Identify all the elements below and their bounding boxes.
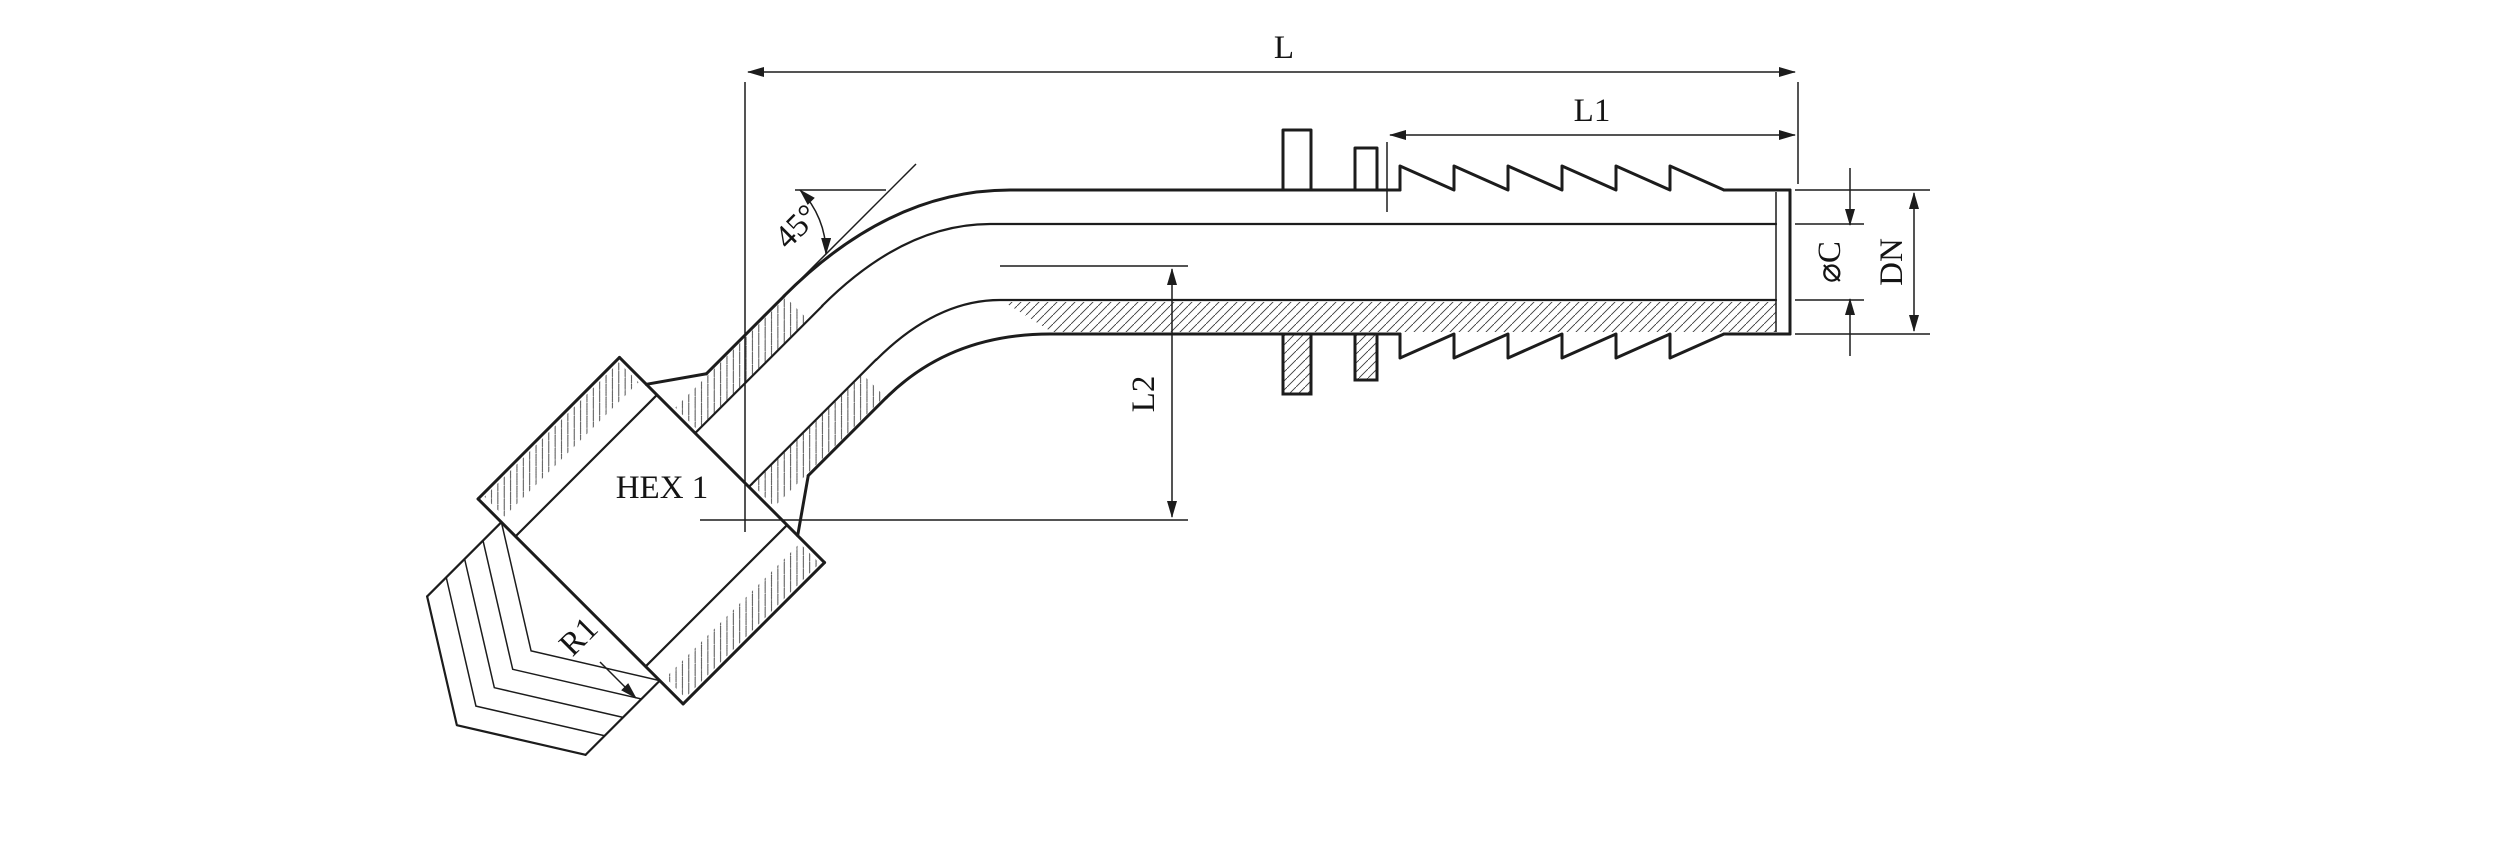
thread-section — [426, 521, 661, 756]
bore-line-top — [820, 222, 1778, 308]
dim-label-L1: L1 — [1574, 93, 1611, 129]
incline-tube-outer-b — [806, 396, 888, 478]
ridge-top — [1353, 146, 1379, 192]
outer-top-outline — [782, 188, 1402, 298]
bore-line-bottom — [874, 298, 1778, 362]
nut-edge-bottom — [681, 561, 827, 706]
nut-face-left — [476, 497, 685, 706]
nut-flat-line-a — [514, 393, 659, 538]
arc-angle — [799, 189, 832, 255]
hex-size-label: HEX 1 — [616, 470, 709, 506]
thread-chevron-3 — [463, 558, 624, 719]
witness-angle-incline — [769, 163, 917, 311]
incline-bore-b — [747, 358, 878, 488]
barb-teeth-top — [1398, 164, 1726, 192]
dim-label-diameter-c: ⌀C — [1812, 241, 1848, 283]
dimension-diameter-C: ⌀C — [1795, 168, 1864, 356]
nut-hatch-wall-b — [665, 543, 820, 698]
barb-teeth-bottom — [1398, 332, 1726, 360]
incline-hatch-wall-b — [752, 374, 885, 507]
hose-tail-section — [782, 128, 1792, 400]
hex-nut — [476, 355, 827, 706]
nut-edge-top — [476, 355, 621, 501]
nut-flat-line-b — [644, 523, 789, 668]
dim-label-L2: L2 — [1126, 376, 1162, 413]
dim-label-L: L — [1274, 30, 1294, 66]
thread-chevron-2 — [482, 540, 642, 700]
leader-r1 — [599, 661, 637, 699]
cone-seat-a — [644, 372, 708, 386]
ridge-bottom — [1353, 332, 1379, 382]
incline-hatch-wall-a — [675, 297, 808, 430]
outer-bottom-outline — [884, 332, 1402, 400]
dimension-L: L — [744, 30, 1799, 532]
stop-collar-top — [1281, 128, 1313, 192]
dimension-L2: L2 — [700, 265, 1188, 521]
section-hatch-lower-wall — [1004, 302, 1776, 332]
elbow-nut-assembly — [426, 294, 888, 756]
stop-collar-bottom — [1281, 332, 1313, 396]
thread-tip — [426, 595, 587, 756]
incline-bore-a — [694, 304, 824, 435]
nut-face-right — [617, 355, 827, 565]
thread-chevron-4 — [445, 577, 605, 737]
dimension-R1: R1 — [553, 611, 637, 699]
dim-label-dn: DN — [1874, 238, 1910, 286]
dimension-DN: DN — [1795, 189, 1930, 335]
cone-seat-b — [796, 474, 810, 538]
nut-hatch-wall-a — [484, 362, 639, 517]
dimension-L1: L1 — [1386, 93, 1796, 212]
thread-chevron-1 — [500, 522, 660, 682]
angle-label-45: 45° — [768, 198, 826, 256]
